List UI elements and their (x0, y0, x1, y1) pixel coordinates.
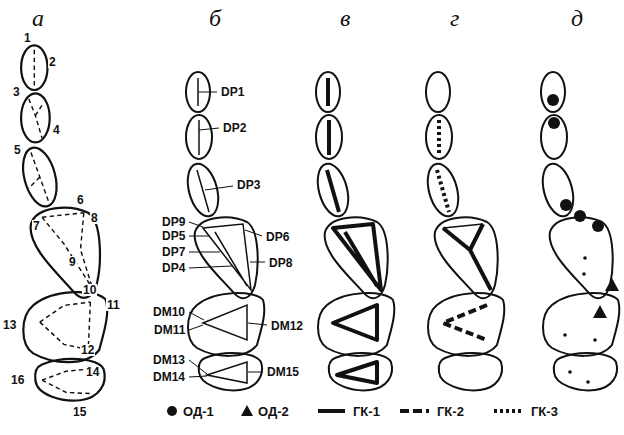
legend-text: ОД-1 (182, 405, 215, 418)
panel-letter: г (449, 6, 460, 30)
legend-text: ГК-3 (530, 405, 559, 418)
cusp-label: DM13 (152, 354, 186, 366)
crest-line (29, 50, 93, 394)
callout-number: 15 (72, 406, 87, 418)
legend-line (318, 409, 345, 413)
callout-number: 8 (90, 212, 99, 224)
callout-number: 16 (10, 374, 25, 386)
legend-triangle (241, 405, 253, 416)
cusp-label: DM15 (266, 366, 300, 378)
tooth-outline (182, 72, 264, 390)
od2-point (593, 278, 619, 318)
cusp-label: DM12 (270, 320, 304, 332)
tooth-outline (17, 45, 107, 400)
cusp-label: DP1 (220, 86, 245, 98)
callout-number: 11 (106, 299, 121, 311)
crest-line (327, 78, 381, 383)
legend-line (494, 409, 523, 413)
tooth-outline (312, 72, 394, 390)
callout-number: 9 (68, 256, 77, 268)
cusp-label: DM11 (153, 324, 186, 336)
panel-letter: а (31, 6, 45, 30)
panel-letter: б (208, 6, 222, 30)
legend-line (400, 409, 429, 413)
minor-point (563, 256, 597, 384)
callout-number: 2 (48, 56, 57, 68)
callout-number: 12 (80, 344, 95, 356)
callout-number: 14 (85, 366, 100, 378)
callout-number: 3 (12, 86, 21, 98)
legend-text: ГК-1 (352, 405, 381, 418)
cusp-label: DP2 (222, 122, 247, 134)
cusp-label: DP9 (161, 216, 186, 228)
cusp-label: DM10 (152, 306, 186, 318)
panel-letter: в (339, 6, 351, 30)
cusp-label: DP6 (265, 231, 290, 243)
panel-letter: д (570, 6, 584, 30)
crest-line (197, 78, 251, 383)
cusp-label: DP3 (236, 179, 261, 191)
callout-number: 5 (13, 144, 22, 156)
cusp-label: DP5 (161, 230, 186, 242)
callout-number: 7 (32, 220, 41, 232)
cusp-label: DP7 (161, 246, 186, 258)
callout-number: 1 (23, 32, 32, 44)
callout-number: 13 (2, 319, 17, 331)
legend-samples (167, 405, 523, 416)
legend-text: ГК-2 (436, 405, 465, 418)
legend-dot (167, 406, 177, 416)
callout-number: 4 (52, 124, 61, 136)
cusp-label: DP4 (161, 262, 186, 274)
callout-number: 10 (82, 284, 97, 296)
crest-line (443, 224, 491, 290)
tooth-outline (422, 72, 504, 390)
callout-number: 6 (76, 194, 85, 206)
leader-line (189, 92, 267, 377)
legend-text: ОД-2 (257, 405, 290, 418)
crest-line (437, 120, 449, 212)
tooth-outline (537, 72, 619, 390)
od1-point (547, 94, 604, 232)
crest-line (443, 305, 487, 340)
cusp-label: DP8 (268, 257, 293, 269)
cusp-label: DM14 (152, 371, 186, 383)
